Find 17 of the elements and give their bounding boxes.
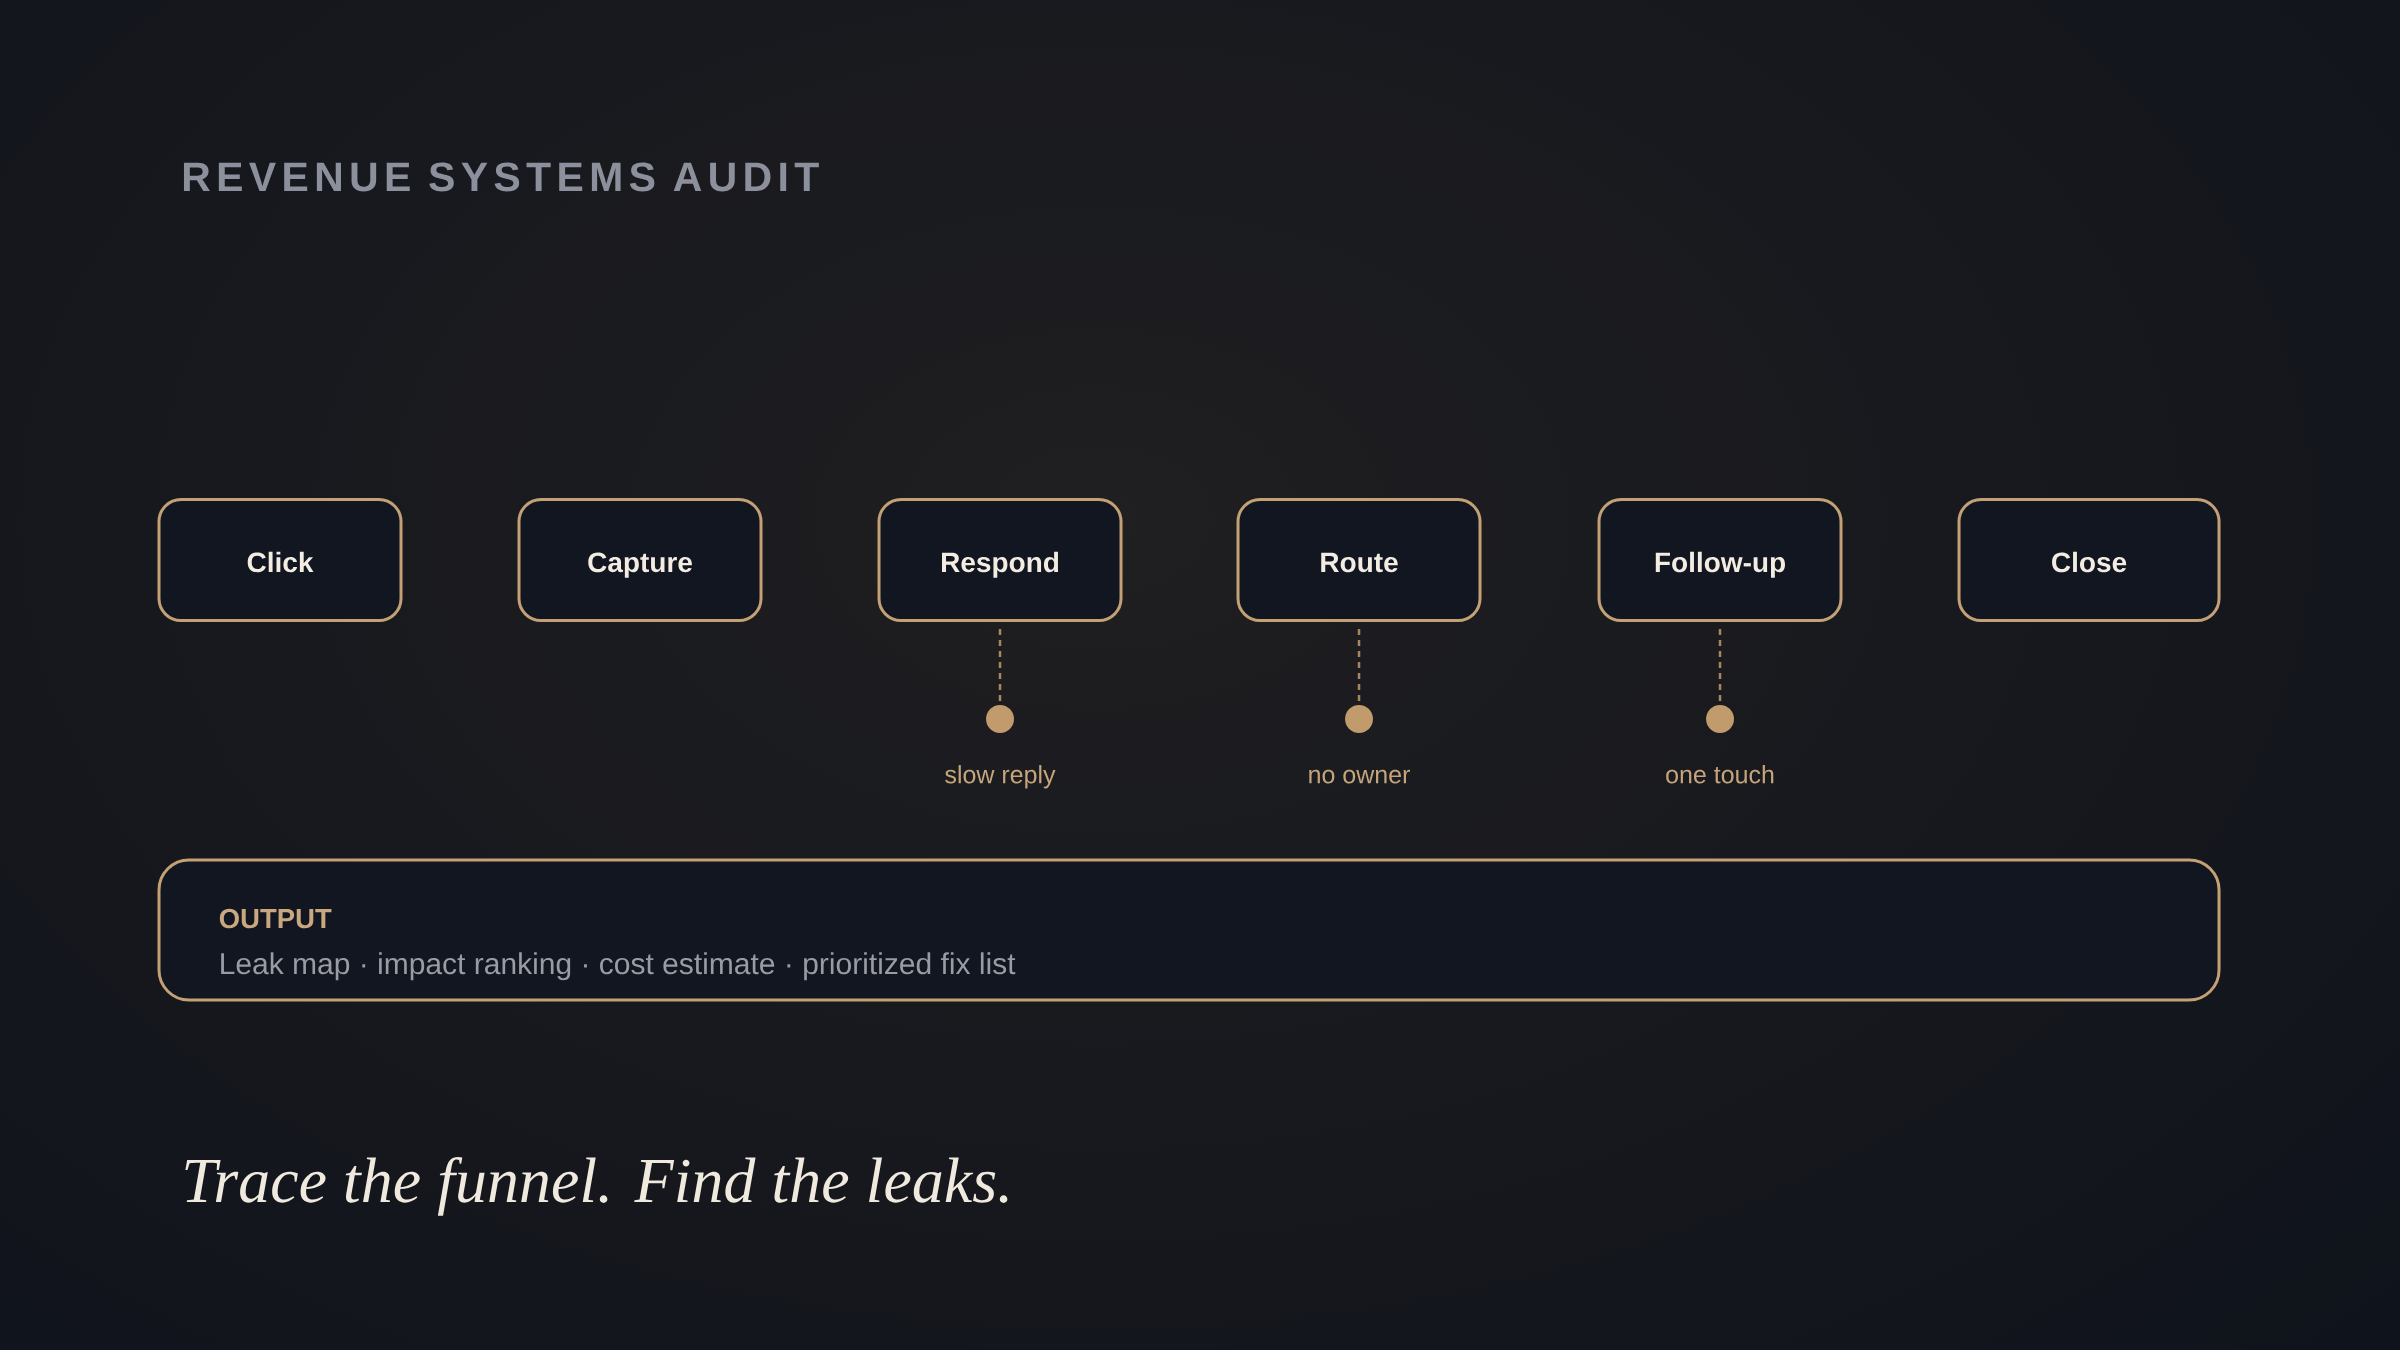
tagline: Trace the funnel. Find the leaks. xyxy=(185,1156,1008,1216)
panel-text: Leak map · impact ranking · cost estimate · prioritized fix list xyxy=(221,952,1016,981)
step-box: Respond xyxy=(877,498,1123,622)
output-panel xyxy=(157,858,2221,1002)
step-box: Route xyxy=(1236,498,1482,622)
title: REVENUE SYSTEMS AUDIT xyxy=(183,162,819,192)
step-box: Capture xyxy=(517,498,763,622)
step-box: Close xyxy=(1957,498,2221,622)
annotation-text: no owner xyxy=(1309,769,1410,784)
marker-dot xyxy=(1345,705,1373,733)
marker-dot xyxy=(986,705,1014,733)
step-box: Follow-up xyxy=(1597,498,1843,622)
marker-dot xyxy=(1706,705,1734,733)
annotation-text: one touch xyxy=(1666,765,1774,784)
step-box: Click xyxy=(157,498,403,622)
panel-heading: OUTPUT xyxy=(219,908,332,929)
annotation-text: slow reply xyxy=(945,765,1056,789)
